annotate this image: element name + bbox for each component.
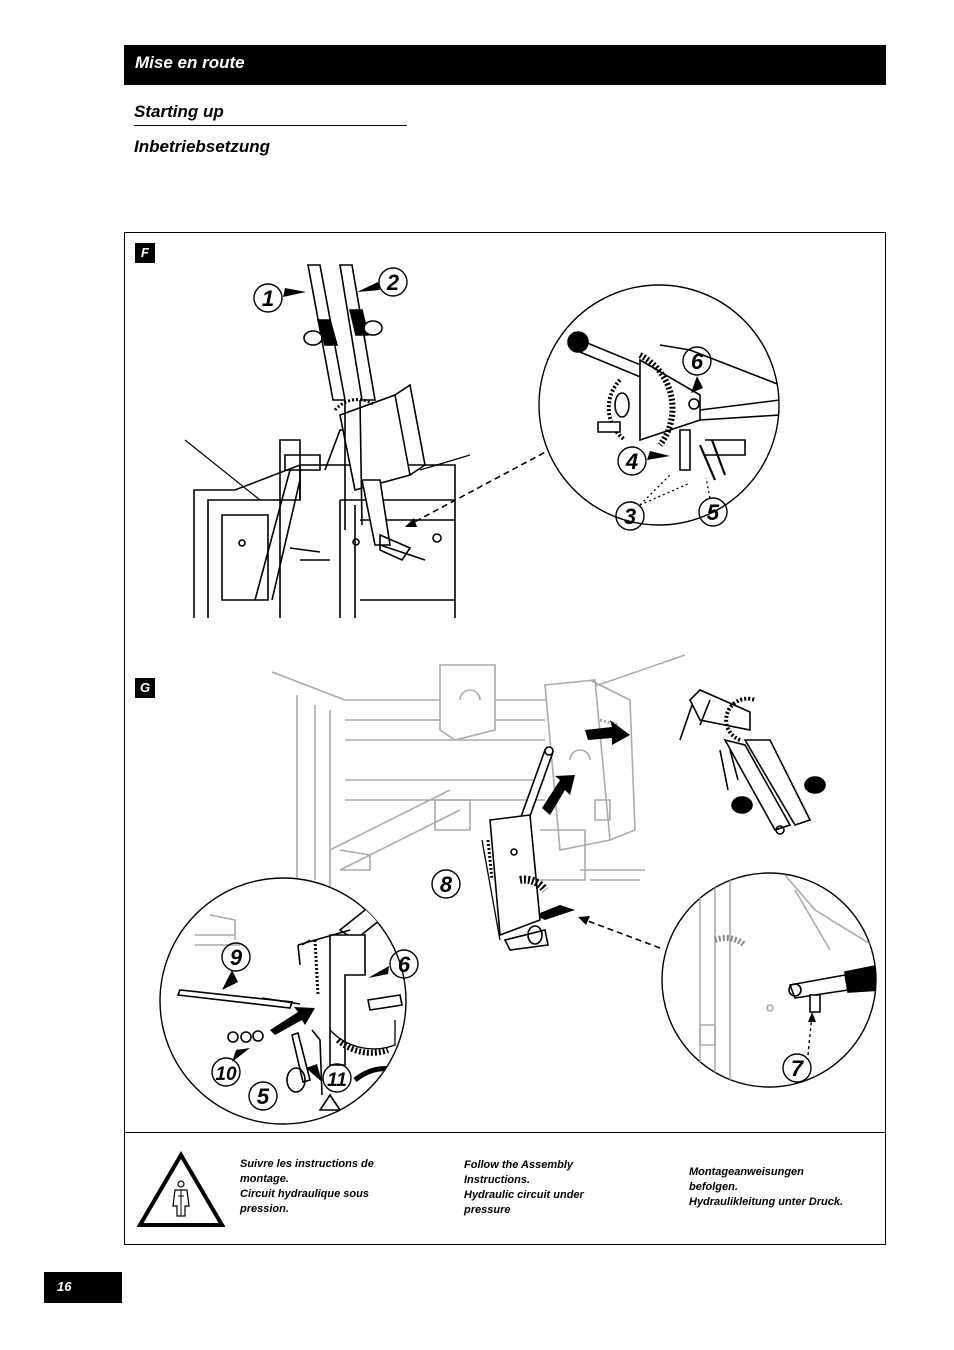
callout-f-4: 4 <box>625 449 638 474</box>
callout-g-8: 8 <box>440 872 453 897</box>
warning-triangle-icon <box>136 1151 226 1227</box>
callout-markers <box>211 267 812 1111</box>
warning-text-german: Montageanweisungen befolgen. Hydraulikle… <box>689 1166 844 1208</box>
callout-dotted-leaders <box>639 474 711 506</box>
figure-g-arrow-right <box>585 720 630 745</box>
figure-g-leader-arrow <box>579 917 661 949</box>
subtitle-divider <box>134 125 407 126</box>
callout-g-11: 11 <box>327 1070 347 1091</box>
figure-f-leader-arrow <box>404 447 554 528</box>
figure-frame <box>124 232 886 1245</box>
section-title: Mise en route <box>135 53 245 72</box>
warning-text-english: Follow the Assembly Instructions. Hydrau… <box>464 1159 584 1216</box>
warning-text-french: Suivre les instructions de montage. Circ… <box>240 1158 374 1215</box>
callout-f-1: 1 <box>262 286 274 311</box>
figure-g-arrow-up <box>542 775 575 815</box>
figure-g-frame-drawing <box>271 654 686 890</box>
callout-arrowheads <box>222 282 703 1062</box>
figure-g-detail-right-drawing <box>699 874 876 1087</box>
subtitle-german: Inbetriebsetzung <box>134 137 271 156</box>
callout-f-2: 2 <box>386 270 400 295</box>
callout-g-7: 7 <box>791 1056 805 1081</box>
callout-g-5: 5 <box>257 1084 270 1109</box>
figure-f-detail-drawing <box>567 331 779 481</box>
figure-g-removed-assembly <box>679 689 826 835</box>
figure-label-f: F <box>135 243 155 263</box>
subtitle-english: Starting up <box>134 102 224 121</box>
callout-f-6: 6 <box>691 349 704 374</box>
section-header-bar: Mise en route <box>124 45 886 85</box>
page-number: 16 <box>57 1279 72 1294</box>
page-number-box: 16 <box>44 1272 122 1303</box>
callout-f-3: 3 <box>624 504 636 529</box>
figure-g-linkage <box>481 746 555 951</box>
callout-g-9: 9 <box>230 945 243 970</box>
figure-label-g: G <box>135 678 155 698</box>
callout-f-5: 5 <box>707 500 720 525</box>
figure-f-frame-drawing <box>184 264 471 618</box>
callout-g-6: 6 <box>398 952 411 977</box>
warning-divider <box>124 1132 886 1133</box>
callout-g-10: 10 <box>215 1064 237 1085</box>
figure-g-arrow-small <box>535 905 575 920</box>
